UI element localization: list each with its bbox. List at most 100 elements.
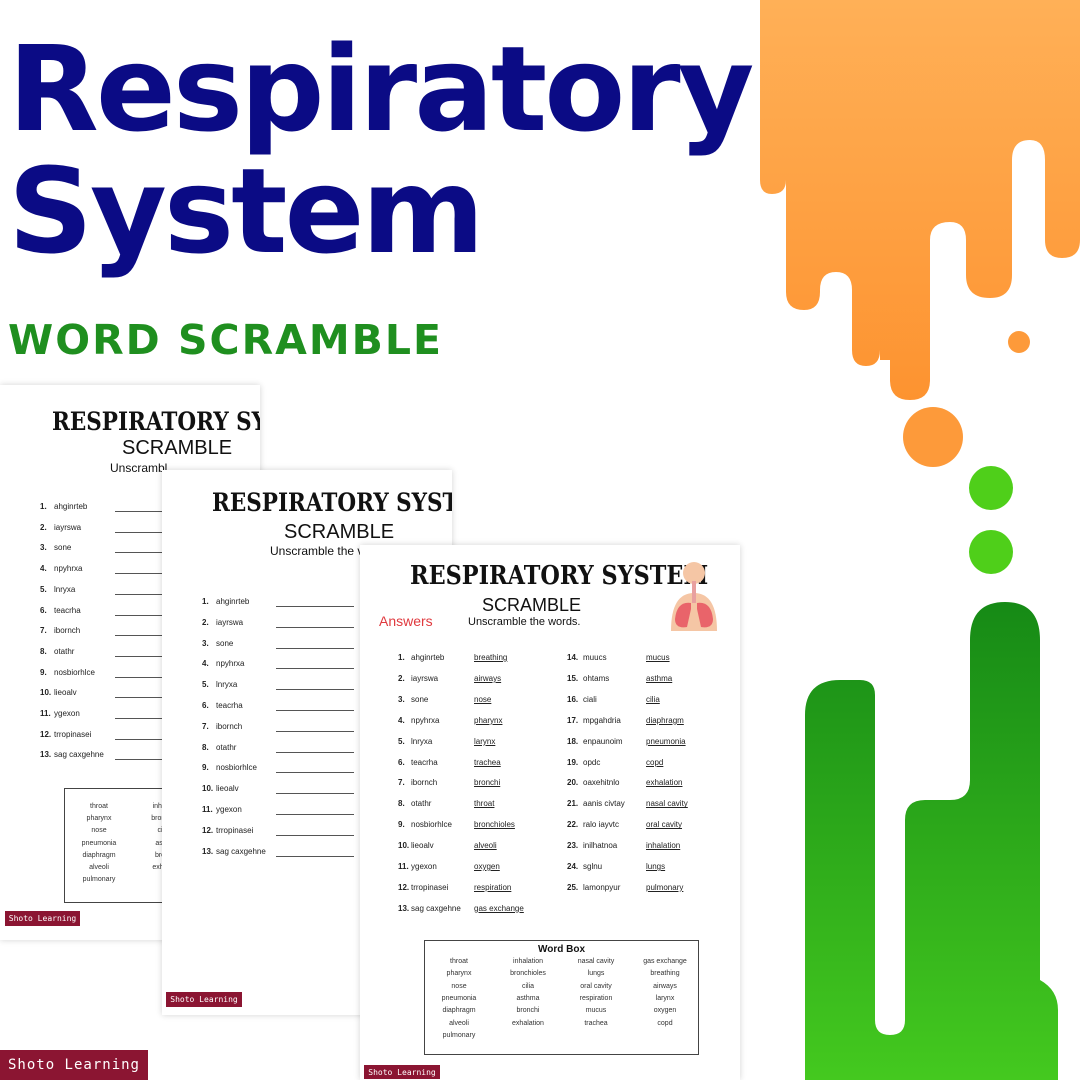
item-number: 9. bbox=[398, 820, 405, 830]
scrambled-word: inilhatnoa bbox=[583, 841, 618, 851]
answer-word: alveoli bbox=[474, 841, 497, 851]
list-item: 2.iayrswa bbox=[202, 618, 243, 627]
word-box-item: oxygen bbox=[653, 1007, 677, 1015]
list-item: 8.otathr bbox=[398, 799, 431, 808]
worksheet-title: RESPIRATORY SYSTEM bbox=[212, 488, 452, 517]
page-subtitle: WORD SCRAMBLE bbox=[8, 316, 444, 364]
item-number: 11. bbox=[398, 862, 409, 871]
item-number: 11. bbox=[40, 709, 51, 718]
answer-word: oral cavity bbox=[646, 820, 683, 830]
list-item: 3.sone bbox=[202, 639, 233, 648]
answer-word: trachea bbox=[474, 757, 501, 767]
scrambled-word: lnryxa bbox=[216, 680, 238, 690]
item-number: 6. bbox=[202, 701, 209, 710]
item-number: 2. bbox=[398, 673, 405, 683]
list-item: 11.ygexon bbox=[40, 709, 80, 718]
word-box-item: airways bbox=[653, 982, 677, 990]
scrambled-word: ahginrteb bbox=[54, 502, 88, 511]
scrambled-word: enpaunoim bbox=[583, 736, 623, 746]
list-item: 9.nosbiorhlce bbox=[398, 820, 452, 829]
word-box-item: exha bbox=[152, 864, 168, 871]
word-box-item: inhalation bbox=[513, 958, 543, 965]
scrambled-word: lnryxa bbox=[411, 736, 433, 746]
scrambled-word: ciali bbox=[583, 694, 597, 704]
list-item: 5.lnryxa bbox=[202, 680, 237, 689]
answer-word: bronchioles bbox=[474, 820, 515, 830]
list-item: 13.sag caxgehne bbox=[40, 750, 104, 759]
item-number: 5. bbox=[398, 736, 405, 746]
scrambled-word: lieoalv bbox=[54, 688, 77, 698]
item-number: 5. bbox=[40, 584, 47, 594]
scrambled-word: npyhrxa bbox=[411, 715, 440, 725]
item-number: 2. bbox=[202, 617, 209, 627]
brand-badge-large: Shoto Learning bbox=[0, 1050, 148, 1080]
list-item: 5.lnryxa bbox=[40, 585, 75, 594]
scrambled-word: ohtams bbox=[583, 673, 610, 683]
orange-dot-small bbox=[1008, 331, 1030, 353]
word-box-item: diaphragm bbox=[442, 1007, 476, 1015]
green-dot-1 bbox=[969, 466, 1013, 510]
list-item: 10.lieoalv bbox=[398, 841, 434, 850]
word-box-item: bronchioles bbox=[510, 970, 546, 978]
list-item: 1.ahginrteb bbox=[202, 597, 249, 606]
list-item: 12.trropinasei bbox=[40, 730, 91, 739]
list-item: 17.mpgahdria bbox=[567, 716, 621, 725]
answer-line bbox=[276, 772, 354, 774]
answer-word: airways bbox=[474, 673, 502, 683]
scrambled-word: teacrha bbox=[411, 757, 438, 767]
worksheet-instruction: Unscramble the v bbox=[270, 544, 364, 558]
answer-line bbox=[276, 751, 354, 753]
item-number: 8. bbox=[40, 646, 47, 656]
list-item: 4.npyhrxa bbox=[202, 659, 244, 668]
list-item: 2.iayrswa bbox=[40, 523, 81, 532]
list-item: 8.otathr bbox=[40, 647, 74, 656]
list-item: 10.lieoalv bbox=[40, 688, 77, 697]
answer-line bbox=[276, 730, 354, 732]
item-number: 20. bbox=[567, 778, 579, 788]
answer-word: cilia bbox=[646, 694, 660, 704]
scrambled-word: sone bbox=[411, 694, 429, 704]
item-number: 8. bbox=[398, 799, 405, 809]
scrambled-word: trropinasei bbox=[54, 729, 92, 739]
item-number: 19. bbox=[567, 757, 579, 767]
list-item: 16. ciali bbox=[567, 695, 597, 704]
answer-word: lungs bbox=[646, 862, 666, 871]
scrambled-word: sag caxgehne bbox=[54, 750, 104, 760]
word-box-item: inhal bbox=[152, 803, 168, 810]
item-number: 4. bbox=[398, 715, 405, 725]
scrambled-word: ygexon bbox=[216, 805, 242, 814]
worksheet-subtitle: SCRAMBLE bbox=[482, 595, 582, 615]
answer-word: diaphragm bbox=[646, 715, 684, 725]
answer-word: bronchi bbox=[474, 778, 501, 788]
scrambled-word: ygexon bbox=[411, 862, 437, 871]
word-box-item: pharynx bbox=[446, 970, 472, 978]
item-number: 10. bbox=[40, 688, 52, 698]
scrambled-word: npyhrxa bbox=[54, 564, 83, 574]
worksheet-page-answers: RESPIRATORY SYSTEM SCRAMBLE Answers Unsc… bbox=[360, 545, 740, 1080]
answer-word: throat bbox=[474, 799, 495, 809]
word-box-item: breathing bbox=[650, 970, 680, 978]
word-box-item: nose bbox=[91, 827, 107, 835]
answer-word: asthma bbox=[646, 673, 673, 683]
item-number: 16. bbox=[567, 694, 579, 704]
word-box-item: pneumonia bbox=[81, 839, 117, 847]
scrambled-word: sag caxgehne bbox=[411, 903, 461, 913]
scrambled-word: opdc bbox=[583, 757, 601, 767]
list-item: 8.otathr bbox=[202, 743, 236, 752]
word-box-item: mucus bbox=[585, 1007, 607, 1015]
item-number: 23. bbox=[567, 841, 579, 851]
answer-word: breathing bbox=[474, 653, 508, 662]
word-box-item: alveoli bbox=[89, 864, 109, 871]
word-box-item: ast bbox=[155, 839, 165, 847]
item-number: 9. bbox=[40, 667, 47, 677]
list-item: 19. opdc bbox=[567, 758, 600, 767]
scrambled-word: ygexon bbox=[54, 709, 80, 718]
answer-line bbox=[276, 689, 354, 691]
scrambled-word: teacrha bbox=[54, 605, 81, 615]
item-number: 21. bbox=[567, 799, 579, 809]
word-box-item: pneumonia bbox=[441, 994, 477, 1002]
brand-label: Shoto Learning bbox=[364, 1065, 440, 1079]
item-number: 1. bbox=[40, 502, 47, 511]
worksheet-title: RESPIRATORY SYSTEM bbox=[410, 561, 709, 591]
